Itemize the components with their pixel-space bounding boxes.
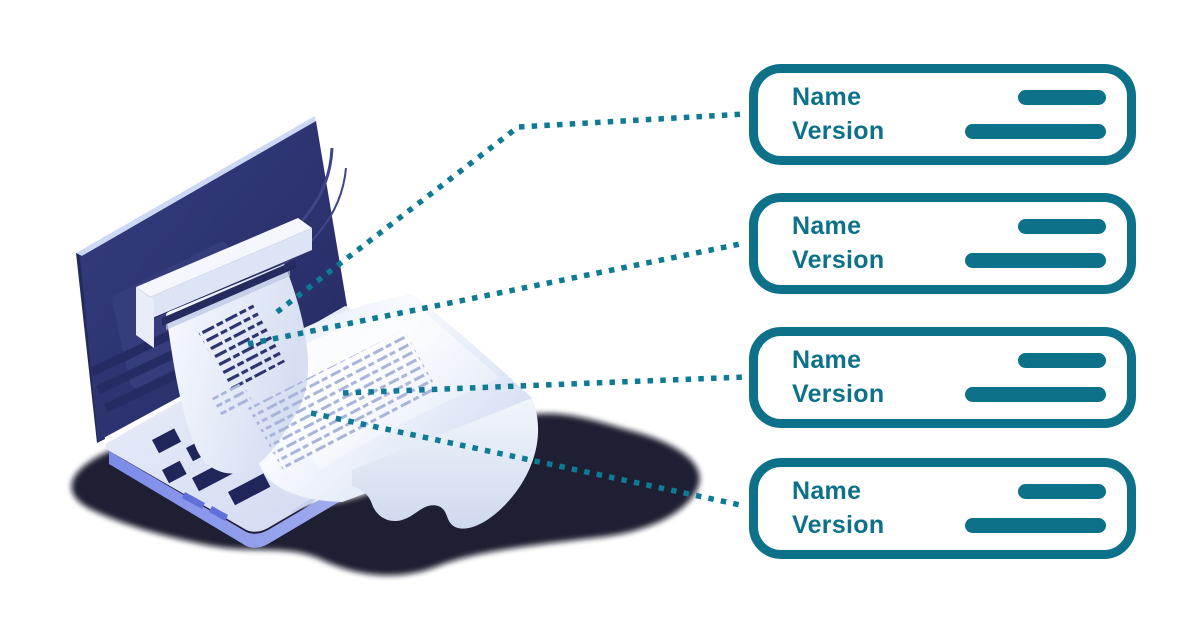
name-value-bar [1018,219,1106,234]
version-label: Version [792,511,885,539]
name-value-bar [1018,90,1106,105]
version-label: Version [792,380,885,408]
version-value-bar [965,387,1106,402]
version-value-bar [965,124,1106,139]
name-label: Name [792,477,862,505]
paper-receipt [166,264,539,529]
name-row: Name [792,85,1106,111]
component-card-4: Name Version [749,458,1136,559]
name-row: Name [792,214,1106,240]
dotted-connector-4 [310,410,746,509]
dotted-connector-2 [247,240,746,347]
side-ports [182,492,228,521]
printed-text-small [212,382,252,416]
name-row: Name [792,479,1106,505]
slot-opening [162,260,296,326]
name-row: Name [792,348,1106,374]
version-row: Version [792,119,1106,145]
dotted-connector-1 [275,111,746,315]
component-card-3: Name Version [749,327,1136,428]
name-value-bar [1018,353,1106,368]
name-label: Name [792,83,862,111]
printed-text-light [248,330,440,472]
version-row: Version [792,248,1106,274]
version-label: Version [792,246,885,274]
name-label: Name [792,346,862,374]
version-value-bar [965,253,1106,268]
dotted-connector-3 [342,374,746,396]
name-value-bar [1018,484,1106,499]
printer-slot [136,218,312,348]
printed-text-dark [198,303,285,391]
version-row: Version [792,513,1106,539]
version-row: Version [792,382,1106,408]
name-label: Name [792,212,862,240]
version-label: Version [792,117,885,145]
version-value-bar [965,518,1106,533]
component-card-2: Name Version [749,193,1136,294]
paper-fold [352,398,539,529]
component-card-1: Name Version [749,64,1136,165]
